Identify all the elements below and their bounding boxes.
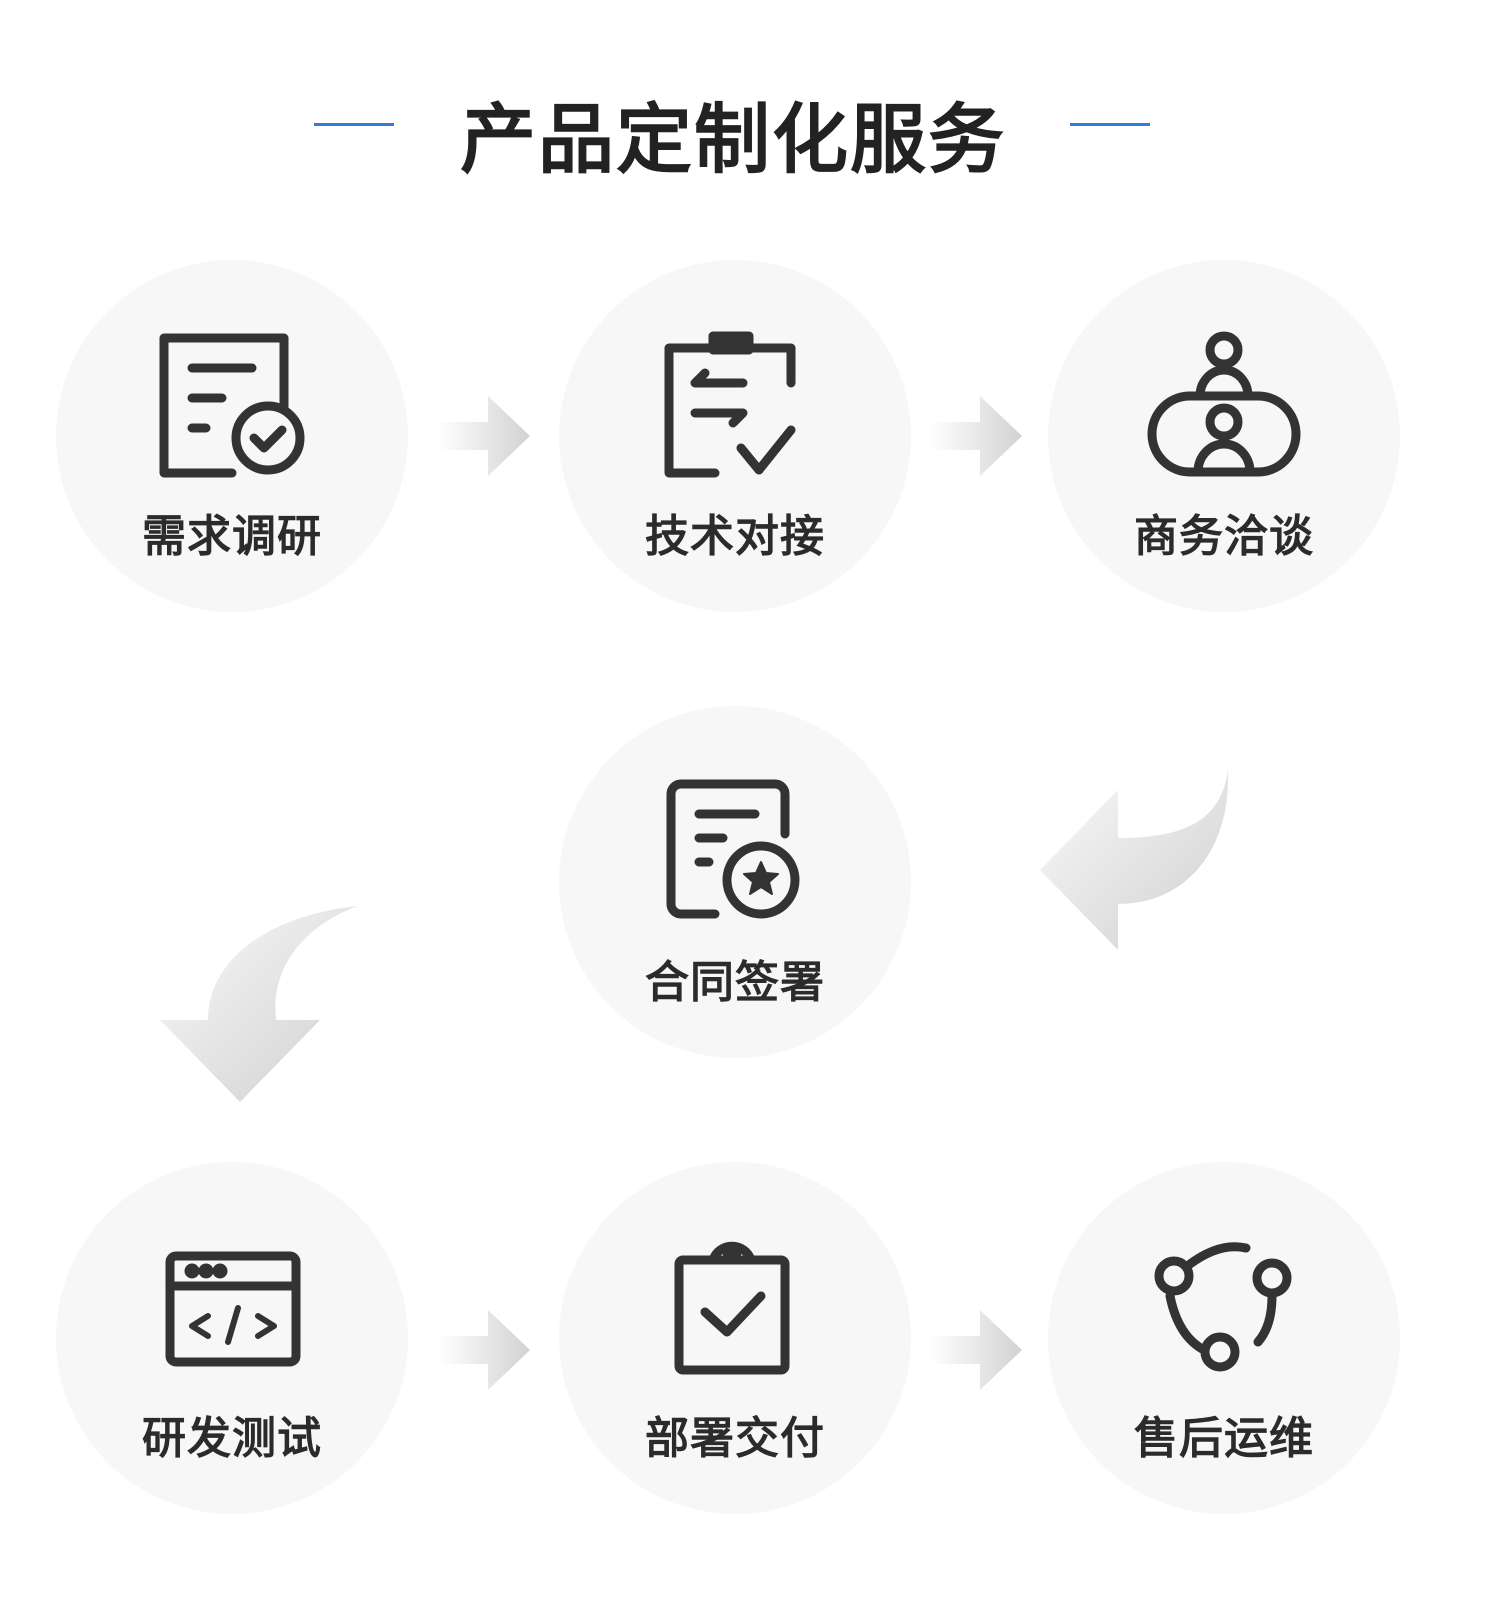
document-check-icon xyxy=(159,333,305,478)
contract-star-icon xyxy=(666,779,800,919)
step-deployment: 部署交付 xyxy=(559,1162,911,1514)
curved-arrow-down-icon xyxy=(160,906,358,1102)
arrow-right-icon xyxy=(438,1310,530,1390)
arrow-right-icon xyxy=(930,1310,1022,1390)
step-label: 合同签署 xyxy=(645,957,825,1008)
code-window-icon xyxy=(165,1251,301,1367)
arrow-right-icon xyxy=(930,396,1022,476)
step-after-sales: 售后运维 xyxy=(1048,1162,1400,1514)
step-label: 售后运维 xyxy=(1134,1413,1314,1464)
clipboard-check-icon xyxy=(674,1241,790,1375)
title-rule-right xyxy=(1070,123,1150,126)
step-label: 研发测试 xyxy=(142,1413,322,1464)
page-title: 产品定制化服务 xyxy=(460,95,1006,184)
step-label: 技术对接 xyxy=(645,511,825,562)
curved-arrow-left-icon xyxy=(1040,770,1229,950)
step-label: 需求调研 xyxy=(142,511,322,562)
step-label: 部署交付 xyxy=(645,1413,825,1464)
clipboard-exchange-icon xyxy=(664,331,796,478)
title-rule-left xyxy=(314,123,394,126)
step-technical: 技术对接 xyxy=(559,260,911,612)
step-negotiation: 商务洽谈 xyxy=(1048,260,1400,612)
step-development: 研发测试 xyxy=(56,1162,408,1514)
arrow-right-icon xyxy=(438,396,530,476)
meeting-people-icon xyxy=(1147,331,1301,477)
share-nodes-icon xyxy=(1154,1242,1292,1372)
step-contract: 合同签署 xyxy=(559,706,911,1058)
step-label: 商务洽谈 xyxy=(1134,511,1314,562)
step-requirements: 需求调研 xyxy=(56,260,408,612)
